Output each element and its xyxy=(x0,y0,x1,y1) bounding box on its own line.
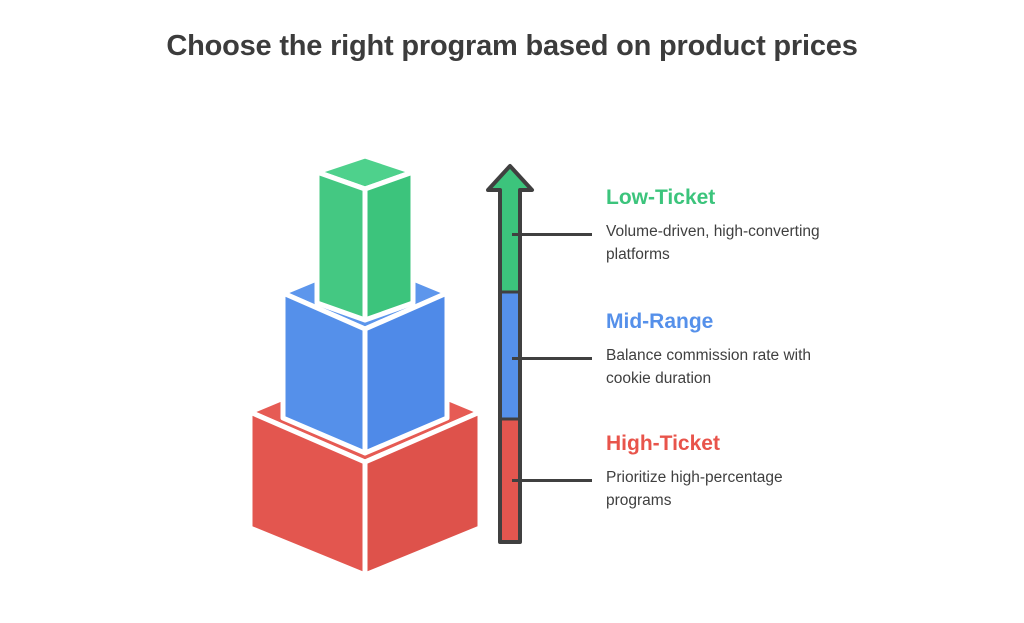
stack-block-mid-range xyxy=(280,256,450,456)
legend-description-low-ticket: Volume-driven, high-converting platforms xyxy=(606,223,820,263)
legend-title-mid-range: Mid-Range xyxy=(606,310,714,333)
connector-line-high-ticket xyxy=(512,479,592,482)
page-title: Choose the right program based on produc… xyxy=(166,30,858,62)
connector-line-low-ticket xyxy=(512,233,592,236)
arrow-segment-mid-range xyxy=(488,292,532,419)
legend-description-mid-range: Balance commission rate with cookie dura… xyxy=(606,347,812,387)
arrow-segment-low-ticket xyxy=(488,166,532,292)
arrow-scale xyxy=(480,160,540,555)
legend-item-high-ticket: High-Ticket Prioritize high-percentage p… xyxy=(606,432,906,512)
stack-block-low-ticket xyxy=(314,153,416,323)
legend-item-mid-range: Mid-Range Balance commission rate with c… xyxy=(606,310,906,390)
legend-description-high-ticket: Prioritize high-percentage programs xyxy=(606,469,783,509)
legend-title-low-ticket: Low-Ticket xyxy=(606,186,716,209)
arrow-outline xyxy=(486,164,534,544)
stacked-blocks-illustration xyxy=(230,150,500,580)
arrow-segment-high-ticket xyxy=(488,419,532,542)
legend-item-low-ticket: Low-Ticket Volume-driven, high-convertin… xyxy=(606,186,906,266)
legend-title-high-ticket: High-Ticket xyxy=(606,432,720,455)
connector-line-mid-range xyxy=(512,357,592,360)
